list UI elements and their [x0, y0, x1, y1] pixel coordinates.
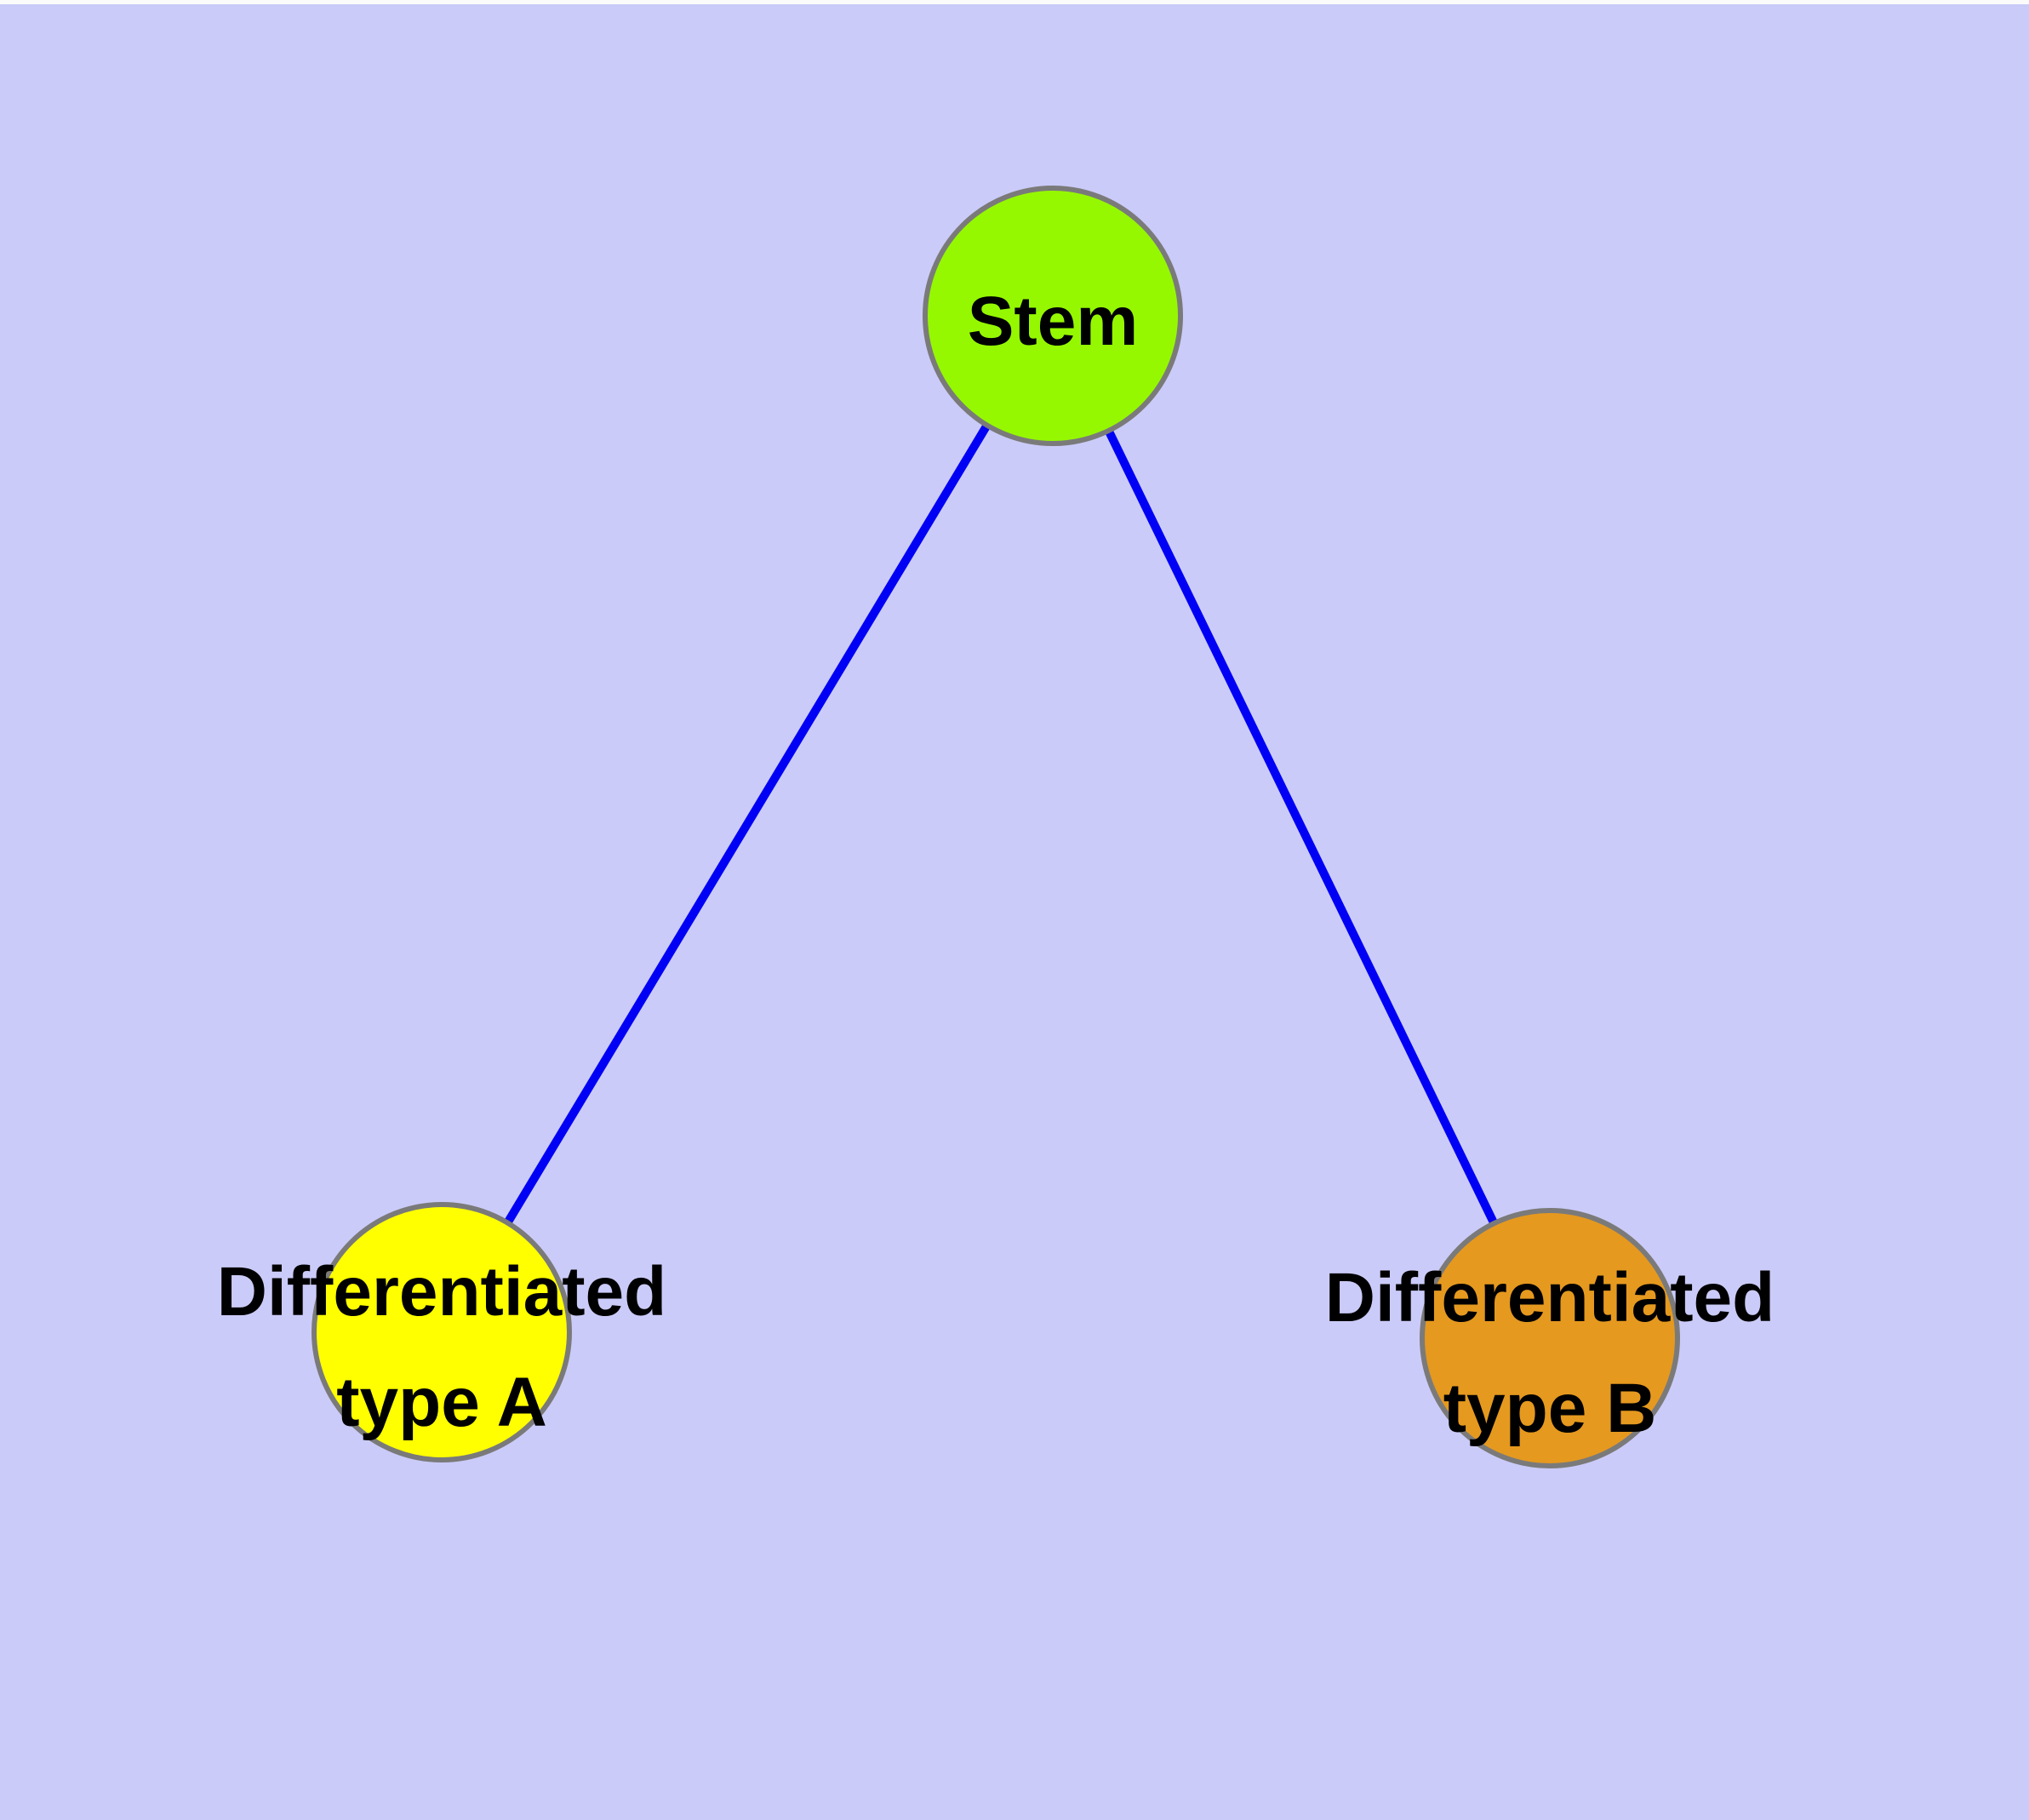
node-differentiated-type-b-circle [1420, 1208, 1680, 1468]
node-differentiated-type-b-label-line2: type B [1443, 1370, 1657, 1447]
node-differentiated-type-a-label-line1: Differentiated [217, 1253, 667, 1331]
node-differentiated-type-a-circle [311, 1202, 572, 1462]
node-differentiated-type-b-label-line1: Differentiated [1325, 1259, 1775, 1336]
node-stem-label: Stem [968, 283, 1139, 360]
node-differentiated-type-a-label-line2: type A [336, 1364, 547, 1441]
node-stem-circle [923, 186, 1183, 446]
node-stem: Stem [923, 186, 1183, 446]
edge-stem-to-type-b [1049, 313, 1554, 1341]
edge-stem-to-type-a [437, 313, 1057, 1335]
node-differentiated-type-b: Differentiated type B [1325, 1208, 1775, 1468]
node-differentiated-type-a: Differentiated type A [217, 1202, 667, 1462]
